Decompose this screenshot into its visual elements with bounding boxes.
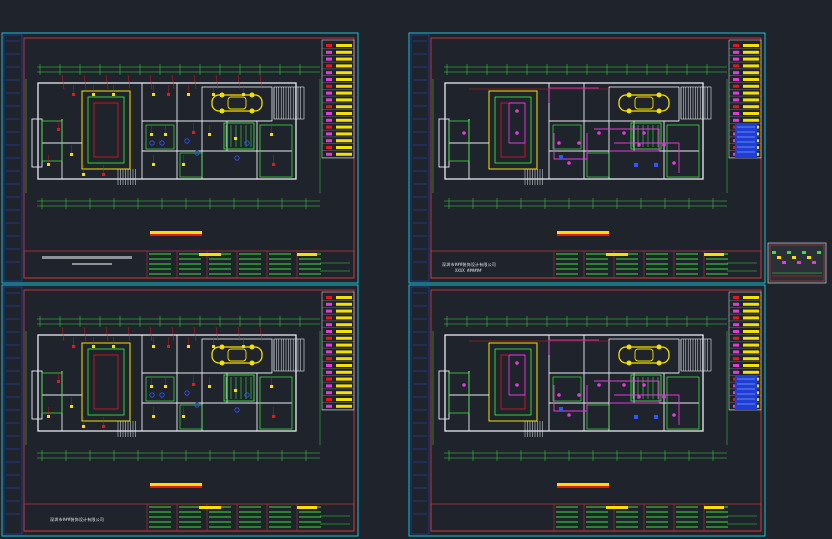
- floor-plan-2: [438, 82, 712, 185]
- floor-plan-4: [438, 334, 712, 437]
- drawing-thumbnail-icon: [767, 242, 827, 284]
- dimension-lines-3: [25, 316, 321, 461]
- dimension-lines-1: [25, 64, 321, 209]
- title-block-1: [23, 250, 355, 279]
- drawing-sheet-4[interactable]: [408, 284, 766, 537]
- floor-plan-3: [31, 326, 305, 437]
- drawing-sheet-2[interactable]: [408, 32, 766, 284]
- title-block-4: [430, 503, 762, 532]
- dimension-lines-2: [432, 64, 728, 209]
- drawing-sheet-1[interactable]: [1, 32, 359, 284]
- car-icon: [618, 92, 670, 114]
- car-icon: [618, 344, 670, 366]
- title-block-3: [23, 503, 355, 532]
- car-icon: [211, 344, 263, 366]
- car-icon: [211, 92, 263, 114]
- floor-plan-1: [31, 74, 305, 185]
- drawing-sheet-3[interactable]: [1, 284, 359, 537]
- legend-table-3: [321, 291, 355, 411]
- legend-table-1: [321, 39, 355, 159]
- dimension-lines-4: [432, 316, 728, 461]
- circuit-legend-2: [735, 123, 757, 158]
- title-block-2: [430, 250, 762, 279]
- circuit-legend-4: [735, 375, 757, 410]
